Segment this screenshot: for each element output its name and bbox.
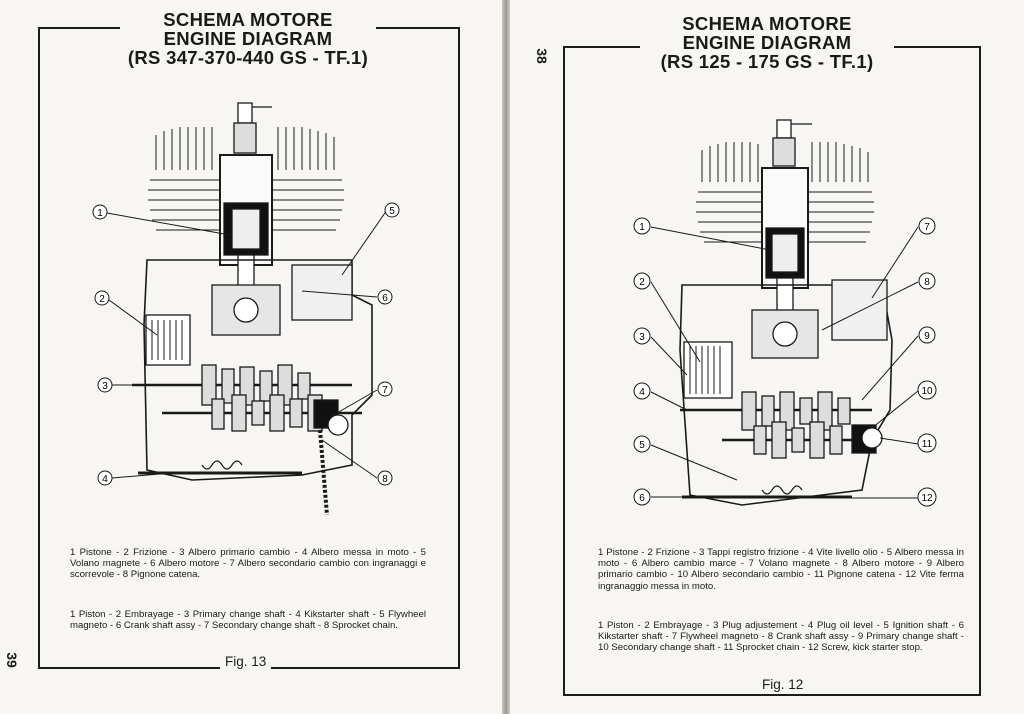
right-page-number: 38 [533, 48, 550, 64]
right-title-line-2: ENGINE DIAGRAM [682, 32, 852, 53]
right-caption-italian: 1 Pistone - 2 Frizione - 3 Tappi registr… [598, 547, 964, 592]
right-callout-9: 9 [918, 326, 936, 344]
svg-text:4: 4 [639, 387, 645, 398]
right-callout-10: 10 [917, 380, 937, 400]
svg-text:12: 12 [921, 493, 933, 504]
svg-text:1: 1 [97, 208, 103, 219]
left-title-line-3: (RS 347-370-440 GS - TF.1) [127, 47, 369, 68]
right-caption-english: 1 Piston - 2 Embrayage - 3 Plug adjustem… [598, 620, 964, 654]
left-callout-7: 7 [377, 381, 393, 397]
svg-text:4: 4 [102, 474, 108, 485]
svg-text:6: 6 [382, 293, 388, 304]
right-title-line-3: (RS 125 - 175 GS - TF.1) [660, 51, 874, 72]
svg-text:10: 10 [921, 386, 933, 397]
svg-text:2: 2 [99, 294, 105, 305]
right-callout-6: 6 [633, 488, 651, 506]
book-gutter [502, 0, 510, 714]
right-title-block: SCHEMA MOTORE ENGINE DIAGRAM (RS 125 - 1… [640, 14, 894, 71]
left-page: SCHEMA MOTORE ENGINE DIAGRAM (RS 347-370… [0, 0, 502, 714]
right-callout-4: 4 [633, 382, 651, 400]
left-figure-label: Fig. 13 [220, 654, 272, 669]
svg-text:6: 6 [639, 493, 645, 504]
left-title-block: SCHEMA MOTORE ENGINE DIAGRAM (RS 347-370… [120, 10, 376, 67]
right-callout-11: 11 [917, 433, 937, 453]
right-figure-label: Fig. 12 [757, 677, 809, 692]
left-caption-english: 1 Piston - 2 Embrayage - 3 Primary chang… [70, 609, 426, 632]
svg-text:5: 5 [639, 440, 645, 451]
svg-text:9: 9 [924, 331, 930, 342]
svg-text:3: 3 [102, 381, 108, 392]
right-engine-diagram: 1 2 3 4 5 6 7 8 9 10 11 12 [633, 119, 937, 507]
left-callout-3: 3 [97, 377, 113, 393]
left-callout-4: 4 [97, 470, 113, 486]
svg-text:8: 8 [924, 277, 930, 288]
left-callout-8: 8 [377, 470, 393, 486]
svg-text:5: 5 [389, 206, 395, 217]
left-callout-5: 5 [384, 202, 400, 218]
right-callout-8: 8 [918, 272, 936, 290]
left-caption-italian: 1 Pistone - 2 Frizione - 3 Albero primar… [70, 547, 426, 581]
left-title-line-1: SCHEMA MOTORE [163, 9, 333, 30]
svg-text:1: 1 [639, 222, 645, 233]
right-callout-3: 3 [633, 327, 651, 345]
left-callout-1: 1 [92, 204, 108, 220]
right-callout-1: 1 [633, 217, 651, 235]
right-callout-2: 2 [633, 272, 651, 290]
svg-text:7: 7 [382, 385, 388, 396]
svg-text:2: 2 [639, 277, 645, 288]
svg-text:7: 7 [924, 222, 930, 233]
svg-text:3: 3 [639, 332, 645, 343]
left-callout-6: 6 [377, 289, 393, 305]
right-callout-5: 5 [633, 435, 651, 453]
svg-text:8: 8 [382, 474, 388, 485]
svg-text:11: 11 [922, 439, 933, 450]
left-callout-2: 2 [94, 290, 110, 306]
left-engine-diagram: 1 2 3 4 5 6 7 8 [92, 102, 400, 516]
right-title-line-1: SCHEMA MOTORE [682, 13, 852, 34]
right-callout-7: 7 [918, 217, 936, 235]
right-callout-12: 12 [917, 487, 937, 507]
right-page: SCHEMA MOTORE ENGINE DIAGRAM (RS 125 - 1… [510, 0, 1024, 714]
left-title-line-2: ENGINE DIAGRAM [163, 28, 333, 49]
left-page-number: 39 [3, 652, 20, 668]
